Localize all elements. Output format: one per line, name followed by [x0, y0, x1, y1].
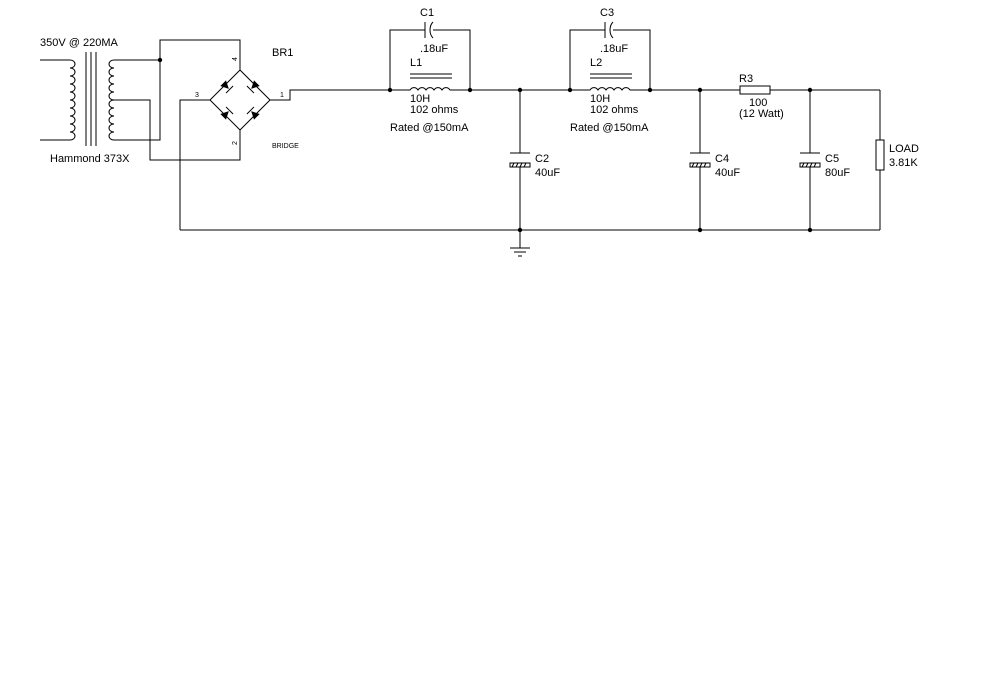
c1-value: .18uF	[420, 43, 448, 55]
c2-ref: C2	[535, 153, 549, 165]
ground-symbol	[510, 230, 530, 257]
c4-ref: C4	[715, 153, 729, 165]
r3-value: 100	[749, 97, 767, 109]
capacitor-c1	[424, 21, 434, 39]
bridge-pin-3: 3	[195, 92, 199, 99]
capacitor-c5: C5 80uF	[799, 87, 850, 233]
bridge-pin-4: 4	[232, 57, 239, 61]
transformer-rating: 350V @ 220MA	[40, 37, 118, 49]
bridge-diodes	[220, 80, 260, 120]
inductor-l1-coil	[390, 87, 470, 91]
bridge-rectifier: BR1 BRIDGE 1 2 3 4	[179, 47, 390, 230]
transformer-model: Hammond 373X	[50, 153, 130, 165]
c5-ref: C5	[825, 153, 839, 165]
l2-rating: Rated @150mA	[570, 122, 649, 134]
r3-ref: R3	[739, 73, 753, 85]
c3-ref: C3	[600, 7, 614, 19]
capacitor-c2: C2 40uF	[509, 87, 560, 233]
l1-inductance: 10H	[410, 93, 430, 105]
l1-rating: Rated @150mA	[390, 122, 469, 134]
c1-ref: C1	[420, 7, 434, 19]
load-resistor: LOAD 3.81K	[875, 90, 919, 230]
transformer-secondary-coil	[108, 59, 115, 141]
load-ref: LOAD	[889, 143, 919, 155]
choke-l2: C3 .18uF L2 10H 102 ohms Rated @150mA	[567, 7, 653, 134]
c5-value: 80uF	[825, 167, 850, 179]
inductor-l2-coil	[570, 87, 650, 91]
capacitor-c4: C4 40uF	[689, 87, 740, 233]
bridge-pin-2: 2	[232, 141, 239, 145]
transformer-core	[85, 52, 97, 146]
transformer: 350V @ 220MA Hammond 373X	[40, 37, 241, 165]
l1-ref: L1	[410, 57, 422, 69]
c2-value: 40uF	[535, 167, 560, 179]
choke-l1: C1 .18uF L1 10H 102 ohms Rated @150mA	[387, 7, 473, 134]
l1-resistance: 102 ohms	[410, 104, 459, 116]
c3-value: .18uF	[600, 43, 628, 55]
resistor-r3: R3 100 (12 Watt)	[739, 73, 880, 120]
c4-value: 40uF	[715, 167, 740, 179]
l2-resistance: 102 ohms	[590, 104, 639, 116]
l2-ref: L2	[590, 57, 602, 69]
capacitor-c3	[604, 21, 614, 39]
r3-power: (12 Watt)	[739, 108, 784, 120]
bridge-pin-1: 1	[280, 92, 284, 99]
load-value: 3.81K	[889, 157, 918, 169]
l2-inductance: 10H	[590, 93, 610, 105]
transformer-primary-coil	[69, 59, 76, 141]
bridge-type: BRIDGE	[272, 143, 299, 150]
bridge-ref: BR1	[272, 47, 293, 59]
